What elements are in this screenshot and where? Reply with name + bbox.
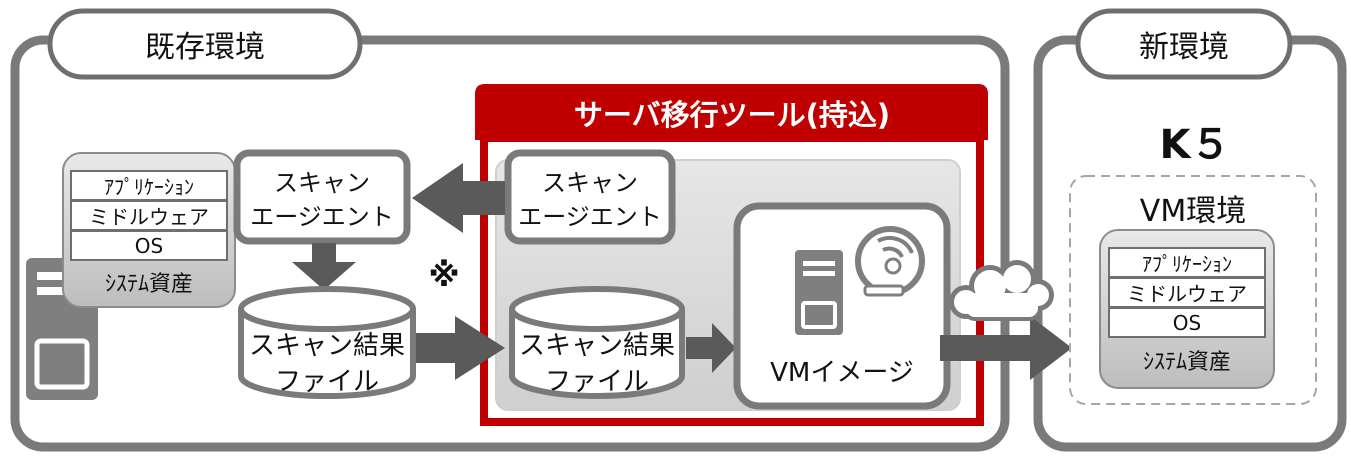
layer-application-right: ｱﾌﾟﾘｹｰｼｮﾝ: [1108, 247, 1266, 278]
note-mark: ※: [428, 256, 460, 294]
arrow-deploy-vm: [940, 316, 1072, 380]
scan-agent-installed-box: [233, 149, 411, 245]
arrow-scan-output: [292, 243, 356, 290]
new-env-title: 新環境: [1139, 30, 1229, 65]
layer-os-right: OS: [1108, 307, 1266, 338]
scan-agent-tool-line1: スキャン: [542, 168, 638, 197]
scan-agent-installed-line2: エージエント: [250, 202, 394, 231]
scan-result-tool-line2: ファイル: [544, 366, 649, 397]
scan-result-tool-line1: スキャン結果: [518, 330, 675, 361]
tool-title: サーバ移行ツール(持込): [573, 98, 891, 132]
layer-middleware-left: ミドルウェア: [70, 200, 228, 231]
vm-image-label: VMイメージ: [770, 357, 914, 388]
k5-label: K５: [1159, 122, 1231, 168]
cloud-icon: [949, 260, 1054, 321]
new-env-tab: [1075, 8, 1293, 80]
layer-middleware-right: ミドルウェア: [1108, 277, 1266, 308]
arrow-transfer-result: [416, 316, 505, 380]
scan-result-tool-cylinder: [509, 286, 685, 399]
scan-agent-installed-line1: スキャン: [274, 168, 370, 197]
scan-result-left-line2: ファイル: [274, 366, 379, 397]
arrow-deploy-agent: [412, 163, 505, 233]
scan-agent-tool-box: [504, 149, 676, 245]
system-assets-left-label: ｼｽﾃﾑ資産: [104, 272, 193, 297]
arrow-convert-image: [686, 323, 736, 373]
scan-result-left-line1: スキャン結果: [248, 330, 405, 361]
vm-env-label: VM環境: [1139, 194, 1247, 229]
existing-env-title: 既存環境: [145, 30, 265, 65]
layer-os-left: OS: [70, 230, 228, 261]
disc-icon: [855, 226, 925, 297]
scan-result-left-cylinder: [238, 286, 416, 399]
existing-env-tab: [47, 8, 363, 80]
scan-agent-tool-line2: エージエント: [518, 202, 662, 231]
vm-server-icon: [795, 250, 843, 335]
layer-application-left: ｱﾌﾟﾘｹｰｼｮﾝ: [70, 170, 228, 201]
system-assets-right-label: ｼｽﾃﾑ資産: [1142, 350, 1231, 375]
